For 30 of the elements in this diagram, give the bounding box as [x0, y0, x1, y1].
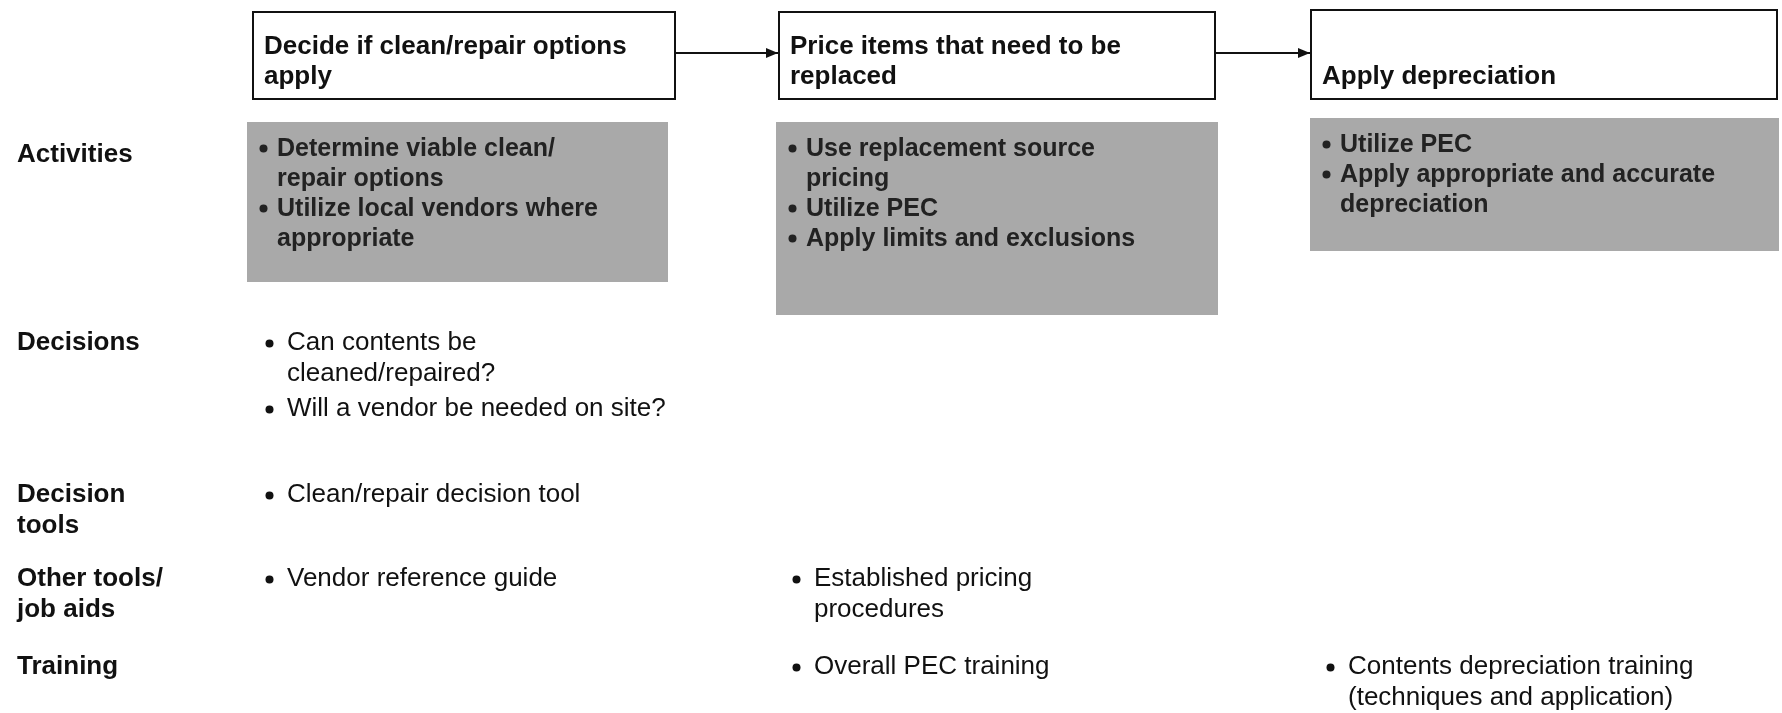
step-title: Price items that need to be replaced: [790, 30, 1122, 90]
step-box: [778, 11, 1216, 100]
bullet-item: Clean/repair decision tool: [287, 478, 581, 508]
bullet-item: Overall PEC training: [814, 650, 1050, 680]
activity-panel: [776, 122, 1218, 315]
bullet-item: Contents depreciation training (techniques and application): [1348, 650, 1694, 711]
bullet-item: Established pricing procedures: [814, 562, 1033, 623]
row-heading: Other tools/ job aids: [17, 562, 164, 624]
activity-item: Use replacement source pricing: [806, 133, 1096, 191]
row-heading: Decisions: [17, 326, 141, 357]
step-box: [1310, 9, 1778, 100]
row-heading: Training: [17, 650, 120, 681]
arrow: [1215, 48, 1311, 58]
row-heading: Activities: [17, 138, 134, 169]
activity-item: Apply appropriate and accurate depreciation: [1340, 159, 1716, 217]
bullet-item: Can contents be cleaned/repaired?: [287, 326, 496, 387]
activity-item: Apply limits and exclusions: [806, 223, 1136, 251]
step-title: Decide if clean/repair options apply: [264, 30, 628, 90]
activity-panel: [247, 122, 668, 282]
activity-item: Utilize PEC: [1340, 129, 1472, 157]
step-box: [252, 11, 676, 100]
step-title: Apply depreciation: [1322, 60, 1557, 90]
activity-item: Utilize local vendors where appropriate: [277, 193, 598, 251]
bullet-item: Vendor reference guide: [287, 562, 558, 592]
arrow: [675, 48, 779, 58]
row-heading: Decision tools: [17, 478, 127, 540]
bullet-item: Will a vendor be needed on site?: [287, 392, 666, 422]
activity-item: Utilize PEC: [806, 193, 938, 221]
activity-item: Determine viable clean/ repair options: [277, 133, 555, 191]
activity-panel: [1310, 118, 1779, 251]
